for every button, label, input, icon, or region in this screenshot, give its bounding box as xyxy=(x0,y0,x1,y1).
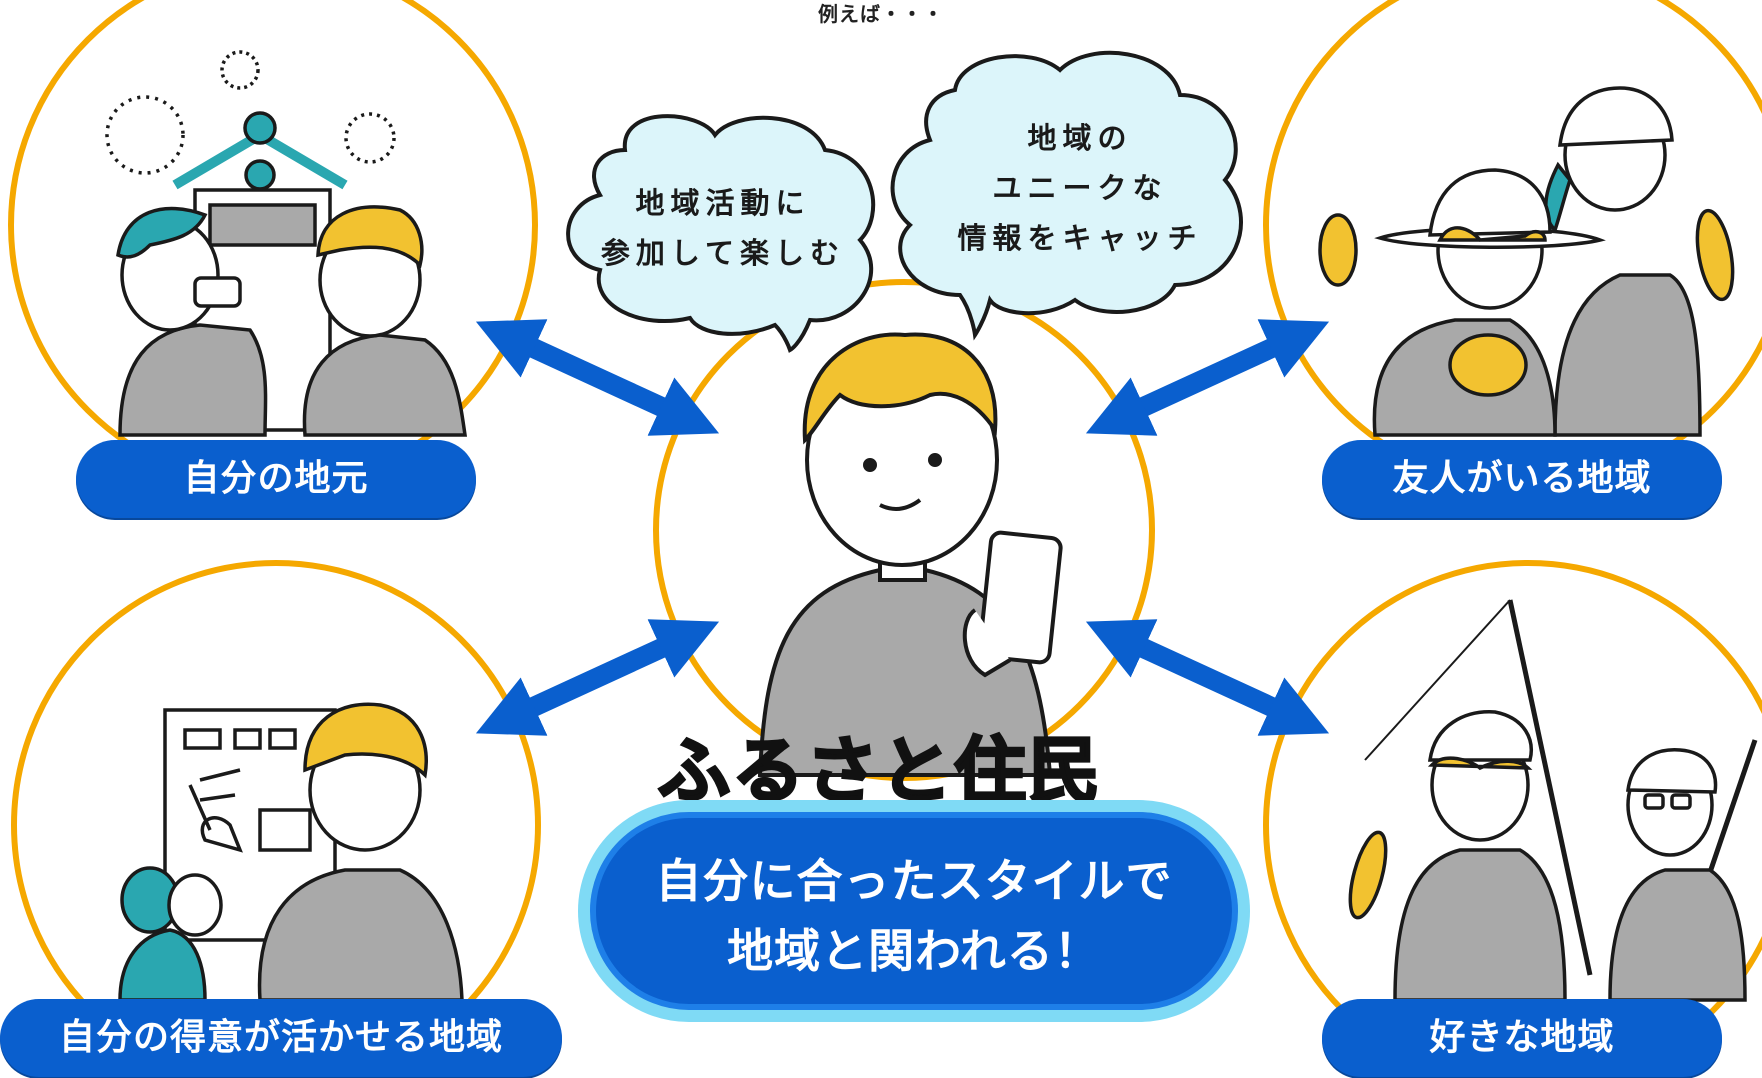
favorite-illustration xyxy=(1348,599,1758,1002)
connection-arrows xyxy=(475,319,1330,736)
speech-bubble-left xyxy=(566,114,876,353)
arrow-skills xyxy=(475,619,720,736)
bubble-left-line1: 地域活動に xyxy=(635,186,811,220)
skills-illustration xyxy=(118,702,464,1002)
bubble-right-line1: 地域の xyxy=(1027,121,1133,155)
arrow-favorite xyxy=(1085,619,1330,736)
tagline-text: 自分に合ったスタイルで 地域と関われる！ xyxy=(590,846,1238,986)
caption-for-example: 例えば・・・ xyxy=(818,2,944,26)
tagline-line1: 自分に合ったスタイルで xyxy=(655,854,1173,908)
arrow-hometown xyxy=(475,319,720,436)
bubble-right-text: 地域の ユニークな 情報をキャッチ xyxy=(915,113,1245,263)
hometown-illustration xyxy=(105,50,468,437)
center-person-illustration xyxy=(757,332,1063,777)
bubble-left-line2: 参加して楽しむ xyxy=(600,236,846,270)
region-label-hometown: 自分の地元 xyxy=(76,440,476,518)
arrow-friends xyxy=(1085,319,1330,436)
region-label-friends: 友人がいる地域 xyxy=(1322,440,1722,518)
tagline-pill xyxy=(578,800,1250,1022)
bubble-right-line2: ユニークな xyxy=(992,171,1168,205)
bubble-right-line3: 情報をキャッチ xyxy=(957,221,1203,255)
tagline-line2: 地域と関われる！ xyxy=(727,924,1101,978)
friends-illustration xyxy=(1318,86,1735,437)
bubble-left-text: 地域活動に 参加して楽しむ xyxy=(578,178,868,278)
region-label-favorite: 好きな地域 xyxy=(1322,999,1722,1077)
speech-bubble-right xyxy=(890,50,1243,341)
region-label-skills: 自分の得意が活かせる地域 xyxy=(0,999,562,1077)
